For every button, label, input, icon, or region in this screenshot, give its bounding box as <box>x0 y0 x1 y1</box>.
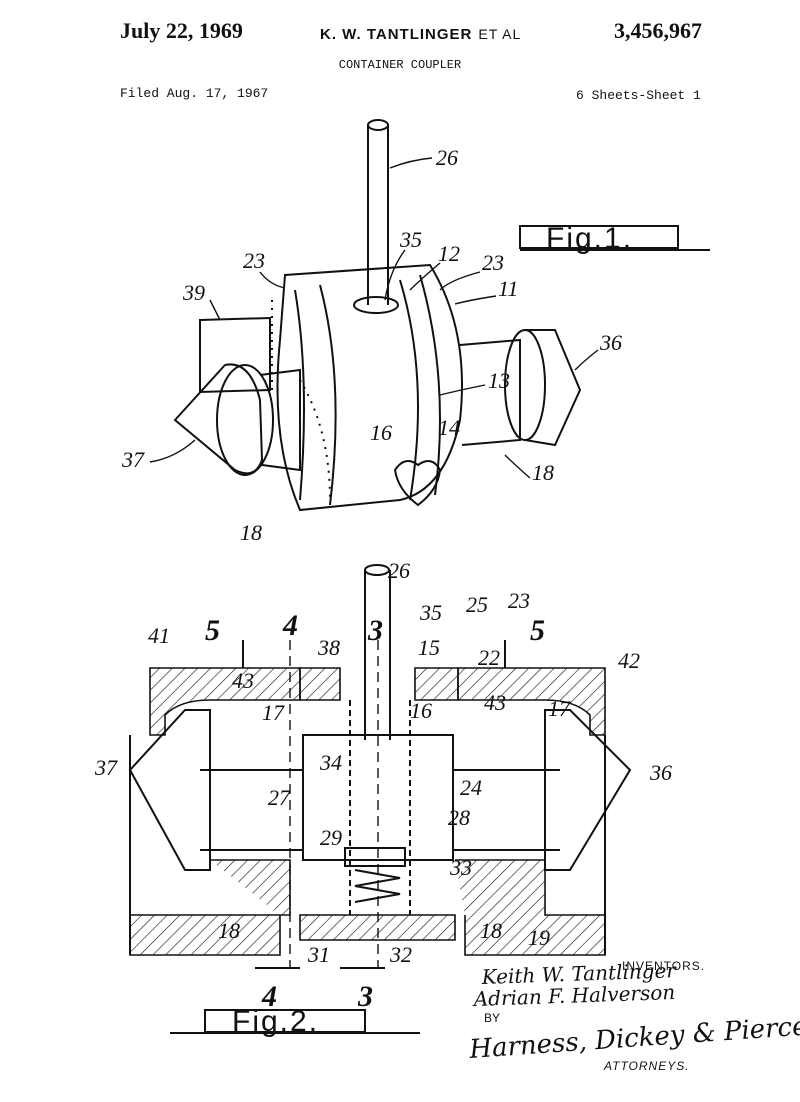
patent-date: July 22, 1969 <box>120 18 243 43</box>
ref-37-fig1: 37 <box>121 447 145 472</box>
ref-32-fig2: 32 <box>389 942 412 967</box>
ref-23-left-fig1: 23 <box>243 248 265 273</box>
ref-26-fig1: 26 <box>436 145 458 170</box>
ref-5-right-fig2: 5 <box>530 614 545 647</box>
inventor-main: K. W. TANTLINGER <box>320 26 473 43</box>
ref-4-fig2: 4 <box>282 609 298 642</box>
patent-number: 3,456,967 <box>614 18 702 43</box>
ref-31-fig2: 31 <box>307 942 330 967</box>
section-mark-3: 3 <box>357 980 373 1013</box>
ref-26-fig2: 26 <box>388 558 410 583</box>
firm-signature: Harness, Dickey & Pierce <box>467 1011 800 1065</box>
figure-1-labels: 26 35 12 23 23 11 39 36 13 14 16 37 18 1… <box>121 145 622 545</box>
ref-43-right-fig2: 43 <box>484 690 506 715</box>
ref-18-left-fig1: 18 <box>240 520 262 545</box>
ref-12-fig1: 12 <box>438 241 460 266</box>
ref-19-fig2: 19 <box>528 925 550 950</box>
ref-36-fig1: 36 <box>599 330 622 355</box>
by-label: BY <box>484 1011 500 1025</box>
ref-16-fig2: 16 <box>410 698 432 723</box>
ref-14-fig1: 14 <box>438 415 460 440</box>
ref-11-fig1: 11 <box>498 276 518 301</box>
ref-25-fig2: 25 <box>466 592 488 617</box>
ref-23-fig2: 23 <box>508 588 530 613</box>
section-mark-4: 4 <box>261 980 277 1013</box>
ref-18-left-fig2: 18 <box>218 918 240 943</box>
ref-35-fig1: 35 <box>399 227 422 252</box>
ref-42-fig2: 42 <box>618 648 640 673</box>
ref-43-left-fig2: 43 <box>232 668 254 693</box>
et-al: ET AL <box>478 26 522 42</box>
ref-17-right-fig2: 17 <box>548 696 571 721</box>
fig1-caption: Fig.1. <box>519 222 710 255</box>
ref-18-right-fig2: 18 <box>480 918 502 943</box>
ref-29-fig2: 29 <box>320 825 342 850</box>
fig1-label: Fig.1. <box>546 222 633 255</box>
ref-3-fig2: 3 <box>367 614 383 647</box>
fig2-label: Fig.2. <box>232 1005 319 1038</box>
filed-date: Filed Aug. 17, 1967 <box>120 86 269 101</box>
inventors-heading: INVENTORS. <box>622 959 705 973</box>
figure-2-labels: 26 5 4 3 35 15 25 23 5 41 38 42 22 43 17… <box>94 558 672 1013</box>
attorneys-label: ATTORNEYS. <box>603 1059 690 1073</box>
ref-28-fig2: 28 <box>448 805 470 830</box>
fig2-caption: Fig.2. <box>170 1005 420 1038</box>
figure-1-leaders <box>149 157 599 479</box>
patent-title: CONTAINER COUPLER <box>338 58 462 72</box>
ref-38-fig2: 38 <box>317 635 340 660</box>
ref-16-fig1: 16 <box>370 420 392 445</box>
inventor-name: K. W. TANTLINGER ET AL <box>320 26 521 43</box>
ref-36-fig2: 36 <box>649 760 672 785</box>
ref-15-fig2: 15 <box>418 635 440 660</box>
ref-22-fig2: 22 <box>478 645 500 670</box>
ref-37-fig2: 37 <box>94 755 118 780</box>
ref-41-fig2: 41 <box>148 623 170 648</box>
ref-35-fig2: 35 <box>419 600 442 625</box>
ref-5-left-fig2: 5 <box>205 614 220 647</box>
ref-34-fig2: 34 <box>319 750 342 775</box>
ref-18-right-fig1: 18 <box>532 460 554 485</box>
signature-block: INVENTORS. Keith W. Tantlinger Adrian F.… <box>467 958 800 1073</box>
figure-2 <box>128 564 632 969</box>
ref-17-left-fig2: 17 <box>262 700 285 725</box>
ref-27-fig2: 27 <box>268 785 291 810</box>
figure-1 <box>173 119 582 512</box>
ref-13-fig1: 13 <box>488 368 510 393</box>
sheet-count: 6 Sheets-Sheet 1 <box>576 88 701 103</box>
ref-23-right-fig1: 23 <box>482 250 504 275</box>
ref-33-fig2: 33 <box>449 855 472 880</box>
ref-39-fig1: 39 <box>182 280 205 305</box>
ref-24-fig2: 24 <box>460 775 482 800</box>
